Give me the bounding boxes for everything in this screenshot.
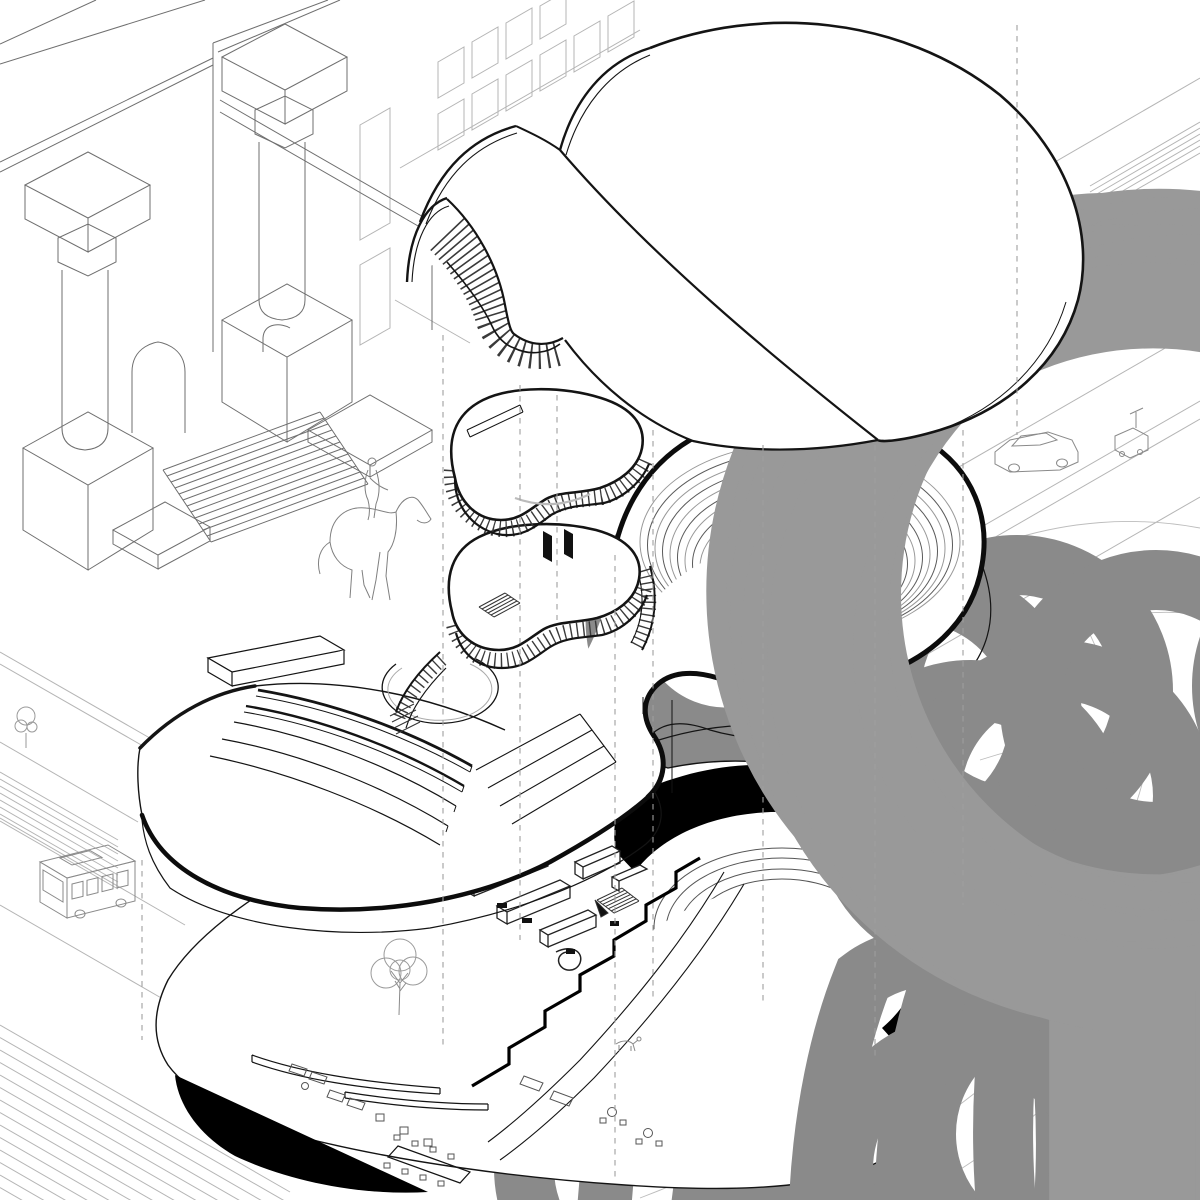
interior-tree (370, 938, 428, 1016)
shell-band-divider (559, 149, 879, 441)
shell-crests (405, 46, 651, 283)
bus (38, 844, 137, 919)
layer-roof-pavilions (389, 231, 1200, 1200)
equestrian-statue (317, 457, 432, 601)
void-floor (638, 887, 894, 1014)
shell-fringe-hem (446, 261, 561, 354)
column-left (21, 151, 155, 571)
dog (615, 1036, 642, 1052)
pavilion-lobby-wall-band (446, 585, 652, 670)
column-right (220, 23, 354, 443)
pavilion-lobby-roofline (447, 522, 641, 652)
stepped-walkway (389, 651, 447, 735)
plate-west-top-edge (138, 684, 257, 750)
section-zigzag-wall (471, 856, 701, 1088)
planter-bench (206, 635, 346, 688)
underground-stair (594, 887, 640, 918)
pavilion-lobby-band-edge (454, 594, 649, 670)
garden-bench (466, 404, 524, 438)
terraced-steps (209, 688, 617, 846)
spiral-counter (555, 948, 582, 971)
sedan-car (994, 431, 1079, 473)
classical-building (0, 0, 434, 571)
shell-band1 (407, 198, 452, 282)
ground-hatch-bottom-left (0, 1024, 291, 1200)
garden-smile-arc (514, 493, 591, 506)
poche-wedge (175, 1075, 428, 1193)
street-tree-small (14, 706, 38, 748)
pavilion-lobby (446, 522, 1200, 1200)
entablature (0, 0, 433, 352)
plate-west-bottom-edge (139, 794, 651, 912)
grand-stair (162, 411, 369, 543)
shell-dome-inner-edge (939, 301, 1067, 431)
curved-benches (251, 1054, 489, 1111)
pavilion-garden-wall-band (443, 454, 654, 538)
vendor-cart (1114, 407, 1149, 459)
shell-fringe-fold (446, 198, 564, 345)
sunken-courtyard (381, 658, 499, 724)
arched-niche (131, 324, 291, 433)
shell-band2 (420, 126, 878, 450)
pavilion-garden-roofline (450, 387, 644, 522)
rim-tick (642, 697, 673, 793)
left-street (0, 651, 291, 1200)
shell-band3 (560, 22, 1084, 441)
pavilion-lobby-stair (478, 592, 521, 618)
plaza-low-walls (111, 394, 434, 570)
shell-rib-wipe (447, 186, 563, 344)
plate-west-side (137, 682, 506, 816)
layer-shell-canopy (405, 21, 1085, 451)
curb-steps-left (0, 771, 119, 890)
people-underground (615, 864, 1200, 1200)
pavilion-roof-garden (443, 231, 1200, 1200)
door-slots (543, 529, 573, 562)
pavilion-garden-band-edge (453, 463, 651, 537)
shell-band2-hem (564, 339, 879, 451)
ramp-edges (487, 871, 745, 1161)
projection-guides (141, 25, 1018, 1180)
